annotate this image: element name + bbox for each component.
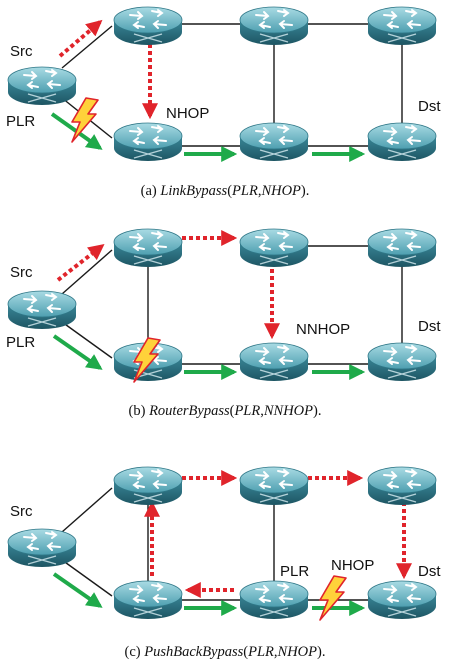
router-icon xyxy=(7,66,77,106)
router-icon xyxy=(367,122,437,162)
bypass-path xyxy=(144,470,412,598)
router-icon xyxy=(239,228,309,268)
link xyxy=(61,487,113,533)
label-src: Src xyxy=(10,503,33,520)
caption-b: (b) RouterBypass(PLR,NNHOP). xyxy=(129,403,322,419)
protected-path xyxy=(52,572,366,616)
label-src: Src xyxy=(10,264,33,281)
router-icon xyxy=(113,6,183,46)
label-dst: Dst xyxy=(418,318,441,335)
router-icon xyxy=(113,122,183,162)
label-plr: PLR xyxy=(6,113,35,130)
router-icon xyxy=(367,580,437,620)
router-icon xyxy=(367,6,437,46)
router-icon xyxy=(239,6,309,46)
router-icon xyxy=(239,342,309,382)
label-dst: Dst xyxy=(418,563,441,580)
link xyxy=(61,25,113,69)
router-icon xyxy=(113,580,183,620)
label-plr: PLR xyxy=(280,563,309,580)
label-plr: PLR xyxy=(6,334,35,351)
links xyxy=(61,23,403,147)
primary-arrow xyxy=(52,334,103,370)
bypass-path xyxy=(56,230,280,340)
link xyxy=(61,559,113,597)
bypass-path xyxy=(58,19,158,120)
lightning-bolt-icon xyxy=(319,575,347,621)
router-icon xyxy=(239,580,309,620)
caption-c: (c) PushBackBypass(PLR,NHOP). xyxy=(125,644,326,660)
links xyxy=(61,487,368,601)
bypass-arrow xyxy=(56,244,105,282)
primary-arrow xyxy=(52,572,103,608)
label-nnhop: NNHOP xyxy=(296,321,350,338)
router-icon xyxy=(367,228,437,268)
panel-c: Src PLR NHOP Dst (c) PushBackBypass(PLR,… xyxy=(7,466,441,660)
label-nhop: NHOP xyxy=(166,105,209,122)
router-icon xyxy=(239,466,309,506)
caption-a: (a) LinkBypass(PLR,NHOP). xyxy=(141,183,310,199)
panel-b: Src PLR NNHOP Dst (b) RouterBypass(PLR,N… xyxy=(6,228,441,419)
router-icon xyxy=(239,122,309,162)
router-icon xyxy=(113,466,183,506)
router-icon xyxy=(113,228,183,268)
links xyxy=(61,245,403,365)
router-icon xyxy=(367,342,437,382)
panel-a: Src PLR NHOP Dst (a) LinkBypass(PLR,NHOP… xyxy=(6,6,441,199)
label-src: Src xyxy=(10,43,33,60)
protected-path xyxy=(52,334,366,380)
router-icon xyxy=(7,290,77,330)
label-dst: Dst xyxy=(418,98,441,115)
router-icon xyxy=(367,466,437,506)
link xyxy=(61,321,113,359)
label-nhop: NHOP xyxy=(331,557,374,574)
router-icon xyxy=(7,528,77,568)
bypass-arrow xyxy=(58,19,103,58)
